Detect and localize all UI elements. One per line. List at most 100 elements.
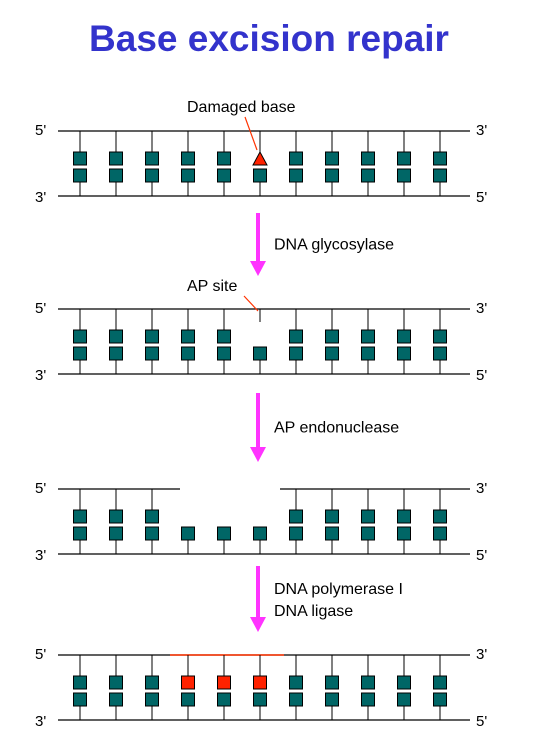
step-arrow-head [250, 261, 266, 276]
top-base [397, 151, 411, 166]
bottom-base [217, 168, 231, 183]
top-base [397, 675, 411, 690]
top-base [109, 329, 123, 344]
top-base [433, 675, 447, 690]
bottom-base [145, 168, 159, 183]
top-base [217, 329, 231, 344]
top-base [325, 151, 339, 166]
enzyme-label: DNA ligase [274, 603, 353, 620]
bottom-base [325, 692, 339, 707]
damaged-base-pointer [244, 116, 258, 151]
top-base [289, 675, 303, 690]
strand-end-3-prime: 3' [35, 367, 46, 384]
top-base [433, 509, 447, 524]
dna-stage-repaired-dna [58, 654, 470, 721]
bottom-base [253, 692, 267, 707]
strand-end-5-prime: 5' [476, 189, 487, 206]
strand-end-5-prime: 5' [476, 547, 487, 564]
bottom-base [433, 168, 447, 183]
bottom-base [109, 692, 123, 707]
strand-end-5-prime: 5' [476, 713, 487, 730]
top-base [397, 509, 411, 524]
step-arrow-head [250, 447, 266, 462]
top-base [181, 329, 195, 344]
bottom-base [433, 346, 447, 361]
top-base [145, 151, 159, 166]
damaged-base [252, 150, 268, 166]
bottom-base [361, 346, 375, 361]
strand-end-3-prime: 3' [476, 646, 487, 663]
new-base [181, 675, 195, 690]
page-title: Base excision repair [89, 18, 449, 59]
step-arrow-head [250, 617, 266, 632]
top-base [397, 329, 411, 344]
top-base [217, 151, 231, 166]
bottom-base [433, 692, 447, 707]
bottom-base [73, 692, 87, 707]
bottom-base [289, 168, 303, 183]
strand-end-3-prime: 3' [476, 480, 487, 497]
bottom-base [253, 526, 267, 541]
top-base [289, 151, 303, 166]
top-base [361, 675, 375, 690]
ap-site-label: AP site [187, 278, 238, 295]
bottom-base [73, 168, 87, 183]
strand-end-3-prime: 3' [35, 713, 46, 730]
top-base [109, 151, 123, 166]
dna-stage-damaged-dna [58, 130, 470, 197]
bottom-base [109, 346, 123, 361]
new-base [217, 675, 231, 690]
bottom-base [73, 526, 87, 541]
top-base [73, 329, 87, 344]
bottom-base [397, 526, 411, 541]
strand-end-5-prime: 5' [35, 480, 46, 497]
bottom-base [217, 346, 231, 361]
top-base [325, 675, 339, 690]
bottom-base [361, 692, 375, 707]
top-base [433, 151, 447, 166]
enzyme-label: DNA glycosylase [274, 237, 394, 254]
bottom-base [253, 168, 267, 183]
bottom-base [289, 692, 303, 707]
strand-end-3-prime: 3' [476, 122, 487, 139]
top-base [433, 329, 447, 344]
ap-site-pointer [243, 295, 259, 312]
strand-end-3-prime: 3' [35, 189, 46, 206]
top-base [109, 675, 123, 690]
top-base [145, 329, 159, 344]
bottom-base [145, 346, 159, 361]
bottom-base [289, 346, 303, 361]
strand-end-5-prime: 5' [35, 646, 46, 663]
bottom-base [181, 692, 195, 707]
dna-stage-ap-site-dna [58, 308, 470, 375]
bottom-base [325, 526, 339, 541]
top-base [289, 509, 303, 524]
bottom-base [397, 346, 411, 361]
top-base [145, 509, 159, 524]
top-base [73, 509, 87, 524]
enzyme-label: DNA polymerase I [274, 581, 403, 598]
bottom-base [181, 346, 195, 361]
bottom-base [361, 168, 375, 183]
strand-end-3-prime: 3' [35, 547, 46, 564]
bottom-base [433, 526, 447, 541]
new-base [253, 675, 267, 690]
top-base [181, 151, 195, 166]
bottom-base [397, 692, 411, 707]
dna-stage-gapped-dna [58, 488, 470, 555]
top-base [73, 675, 87, 690]
bottom-base [145, 526, 159, 541]
top-base [145, 675, 159, 690]
bottom-base [361, 526, 375, 541]
strand-end-5-prime: 5' [35, 122, 46, 139]
strand-end-5-prime: 5' [476, 367, 487, 384]
bottom-base [181, 168, 195, 183]
damaged-base-label: Damaged base [187, 99, 296, 116]
bottom-base [253, 346, 267, 361]
top-base [361, 151, 375, 166]
bottom-base [145, 692, 159, 707]
bottom-base [397, 168, 411, 183]
enzyme-label: AP endonuclease [274, 420, 399, 437]
bottom-base [109, 526, 123, 541]
